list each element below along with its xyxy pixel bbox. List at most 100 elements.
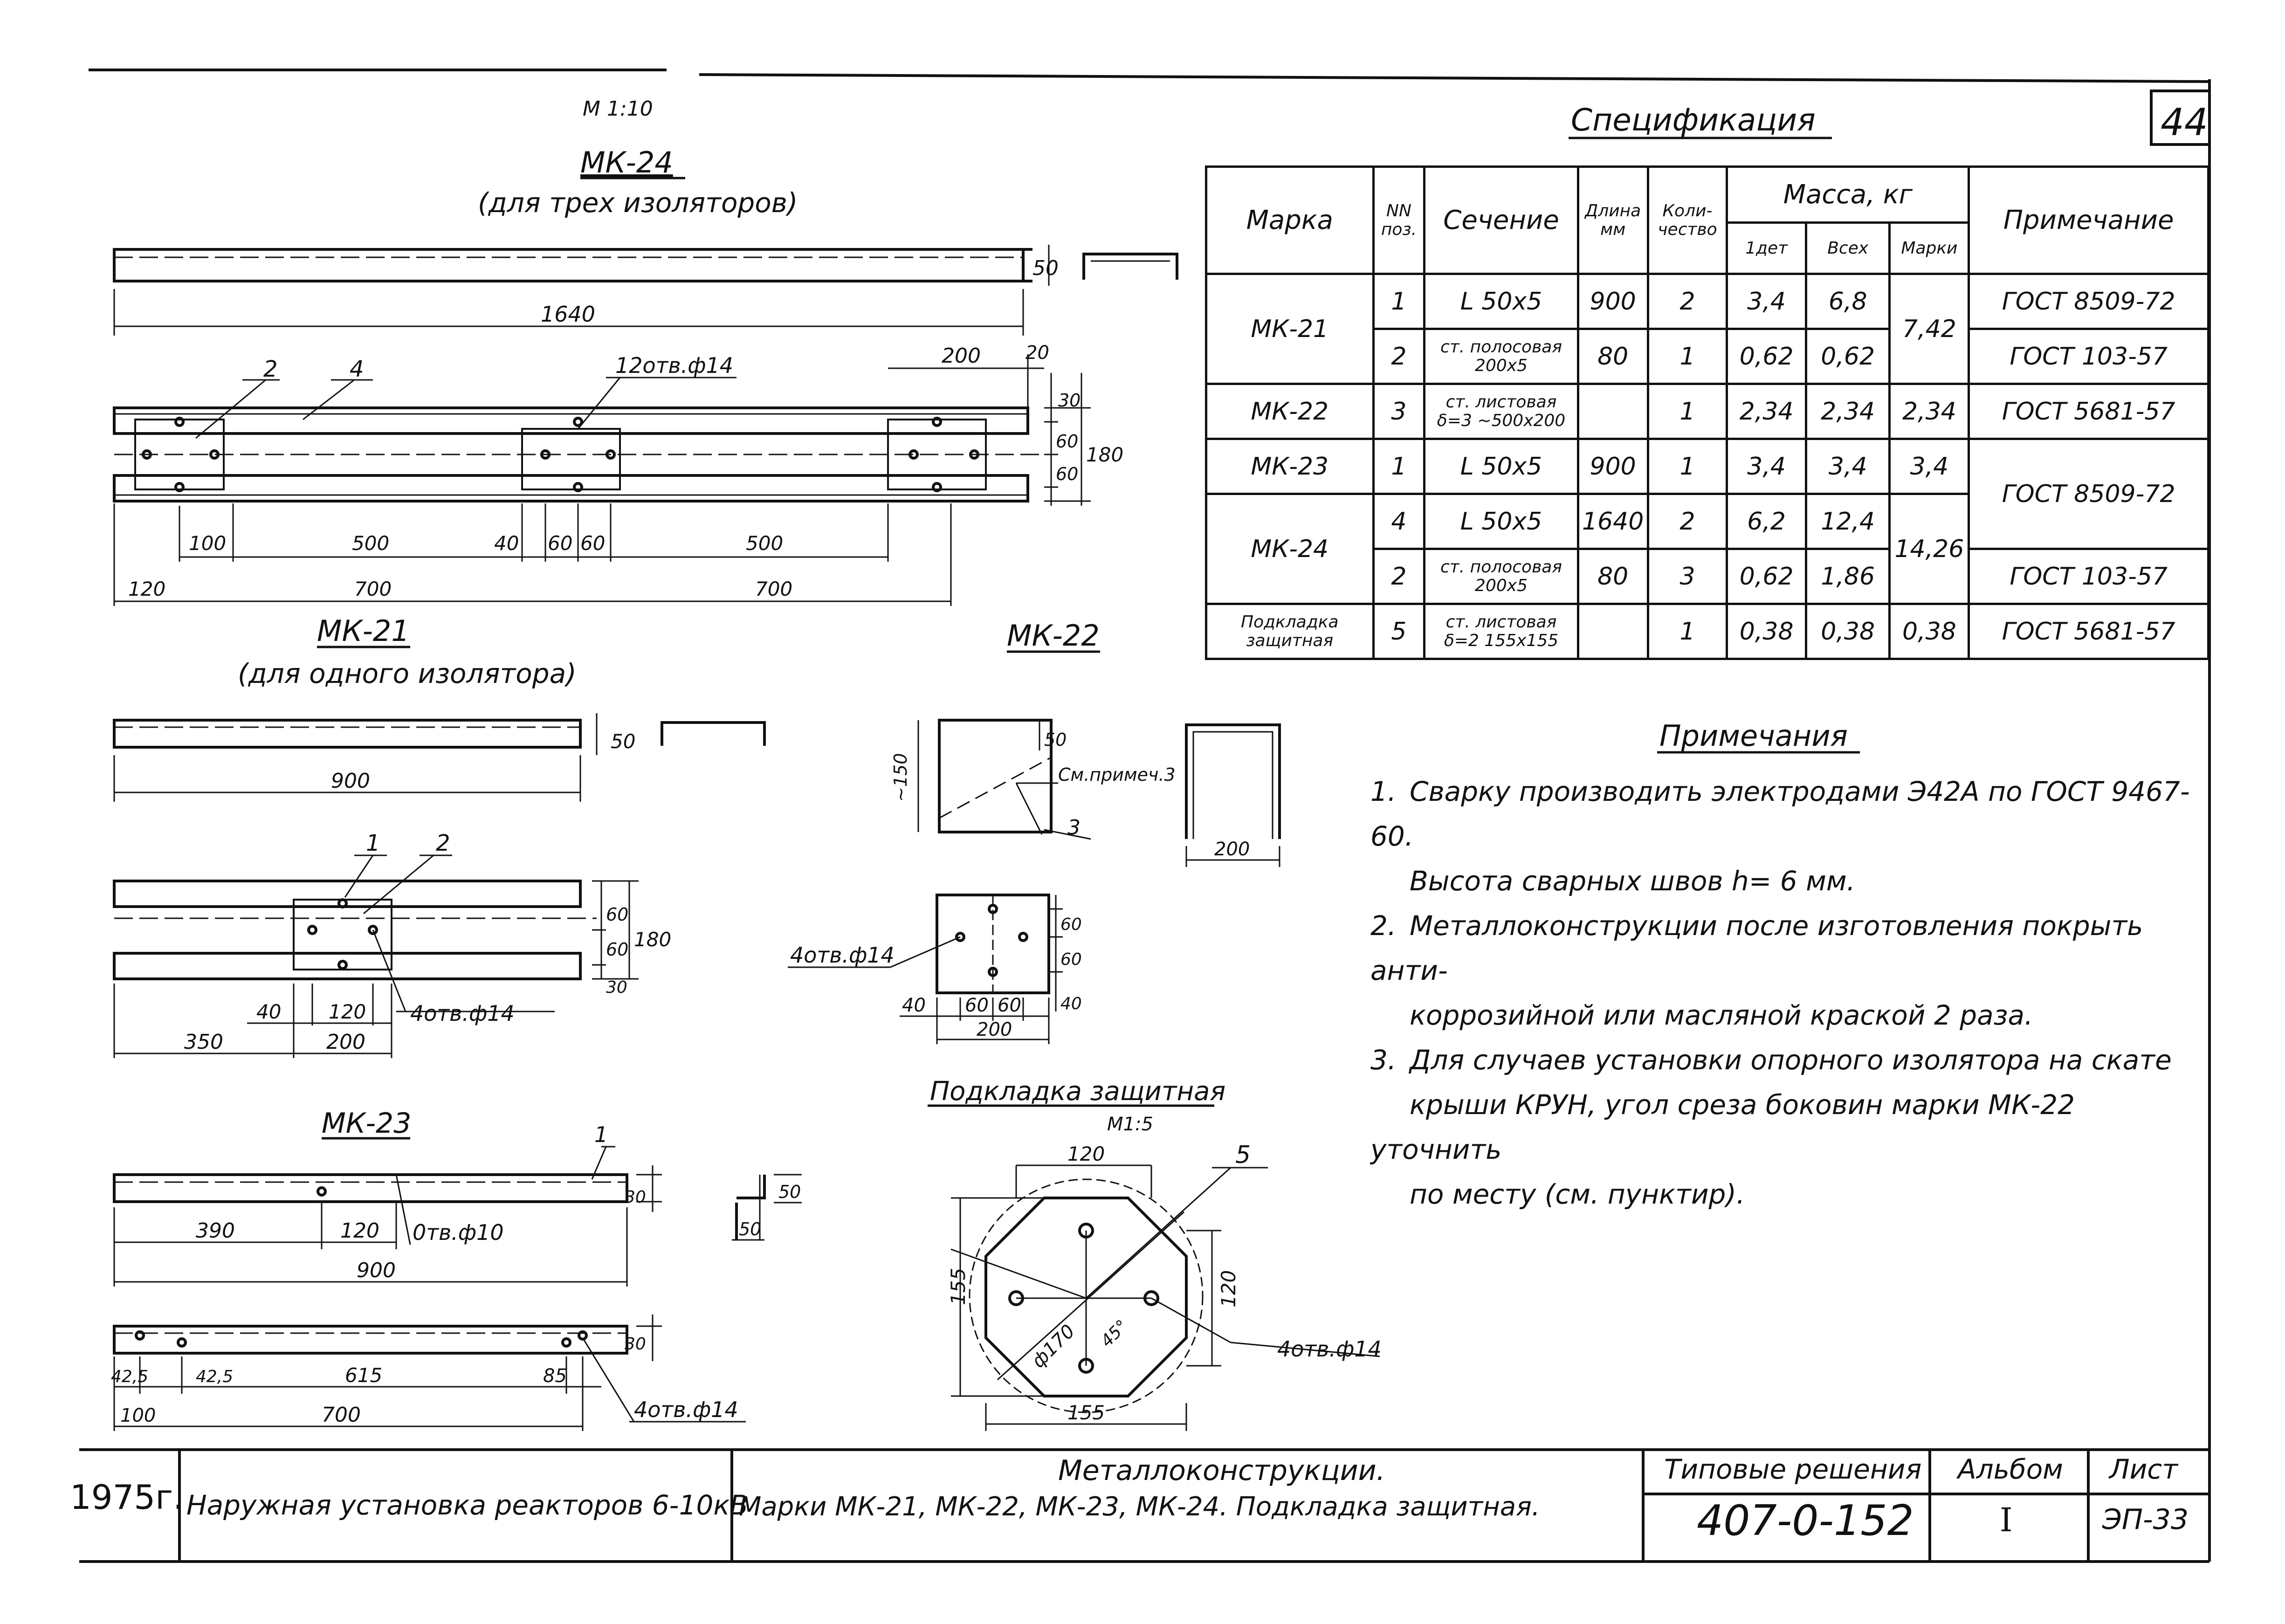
mk23-d30: 30 bbox=[625, 1188, 646, 1207]
spec-cell-section: L 50х5 bbox=[1423, 438, 1579, 495]
mk21-subtitle: (для одного изолятора) bbox=[238, 658, 577, 689]
spec-header-section: Сечение bbox=[1423, 165, 1579, 275]
spec-cell-length: 900 bbox=[1576, 273, 1649, 330]
mk24-length: 1640 bbox=[541, 302, 595, 327]
mk23-d42b: 42,5 bbox=[196, 1367, 233, 1386]
spec-cell-length bbox=[1576, 603, 1649, 660]
spec-cell-all: 6,8 bbox=[1804, 273, 1891, 330]
note-number: 1. bbox=[1370, 776, 1397, 807]
note-line: Для случаев установки опорного изолятора… bbox=[1410, 1044, 2172, 1076]
mk22-d60c: 60 bbox=[965, 995, 989, 1016]
spec-cell-note: ГОСТ 8509-72 bbox=[1968, 273, 2209, 330]
spec-cell-mark: МК-23 bbox=[1205, 438, 1375, 495]
spec-cell-mark-mass: 0,38 bbox=[1888, 603, 1970, 660]
title-album-value: I bbox=[2000, 1501, 2013, 1539]
spec-header-mass-mark: Марки bbox=[1888, 221, 1970, 275]
mk24-d60a: 60 bbox=[1056, 431, 1078, 452]
mk24-pos4: 4 bbox=[350, 356, 364, 382]
note-number: 3. bbox=[1370, 1044, 1397, 1076]
mk24-holes: 12отв.ф14 bbox=[615, 353, 733, 378]
mk23-d42a: 42,5 bbox=[111, 1367, 148, 1386]
spec-cell-mark: МК-21 bbox=[1205, 273, 1375, 385]
note-line: по месту (см. пунктир). bbox=[1410, 1178, 1745, 1210]
pad-d155h: 155 bbox=[1067, 1401, 1105, 1424]
spec-table: Марка NN поз. Сечение Длина мм Коли-чест… bbox=[1205, 165, 2209, 660]
spec-header-mass-one: 1дет bbox=[1726, 221, 1807, 275]
mk22-note: См.примеч.3 bbox=[1058, 764, 1176, 785]
spec-cell-one: 2,34 bbox=[1726, 383, 1807, 440]
mk24-d700a: 700 bbox=[354, 578, 392, 600]
mk23-d100: 100 bbox=[120, 1405, 156, 1426]
mk22-d40b: 40 bbox=[902, 995, 926, 1016]
spec-cell-qty: 2 bbox=[1646, 493, 1728, 550]
spec-header-mass: Масса, кг bbox=[1726, 165, 1970, 224]
mk22-w200: 200 bbox=[1214, 839, 1250, 860]
spec-cell-qty: 1 bbox=[1646, 603, 1728, 660]
spec-cell-note: ГОСТ 8509-72 bbox=[1968, 438, 2209, 550]
sheet-frame bbox=[79, 69, 2211, 1563]
spec-cell-length: 900 bbox=[1576, 438, 1649, 495]
notes-block: 1.Сварку производить электродами Э42А по… bbox=[1370, 769, 2200, 1217]
mk22-d50: 50 bbox=[1044, 729, 1067, 750]
mk23-hole: 0тв.ф10 bbox=[413, 1220, 504, 1245]
spec-cell-mark-mass: 7,42 bbox=[1888, 273, 1970, 385]
spec-cell-pos: 2 bbox=[1372, 548, 1426, 605]
mk24-d200: 200 bbox=[942, 344, 981, 368]
sheet-number: 44 bbox=[2161, 101, 2208, 144]
mk23-d120: 120 bbox=[340, 1219, 379, 1243]
spec-cell-all: 0,38 bbox=[1804, 603, 1891, 660]
mk23-d700: 700 bbox=[322, 1403, 361, 1427]
mk21-d180: 180 bbox=[634, 928, 671, 951]
spec-cell-pos: 2 bbox=[1372, 328, 1426, 385]
spec-cell-section: ст. полосовая 200х5 bbox=[1423, 548, 1579, 605]
mk24-d100: 100 bbox=[189, 532, 226, 555]
note-item: 2.Металлоконструкции после изготовления … bbox=[1370, 903, 2200, 993]
mk24-d500a: 500 bbox=[352, 532, 389, 555]
spec-cell-length: 80 bbox=[1576, 548, 1649, 605]
mk24-d30: 30 bbox=[1058, 390, 1081, 411]
mk23-d50a: 50 bbox=[778, 1182, 801, 1202]
pad-angle: 45° bbox=[1097, 1316, 1132, 1351]
mk24-d120: 120 bbox=[128, 578, 165, 600]
note-line: Металлоконструкции после изготовления по… bbox=[1370, 910, 2143, 986]
table-row: МК-21 1 L 50х5 900 2 3,4 6,8 7,42 ГОСТ 8… bbox=[1205, 273, 2209, 385]
note-item: коррозийной или масляной краской 2 раза. bbox=[1370, 993, 2200, 1038]
mk22-d60b: 60 bbox=[1060, 950, 1082, 969]
mk21-d350: 350 bbox=[184, 1030, 223, 1054]
title-year: 1975г. bbox=[70, 1478, 184, 1517]
spec-cell-qty: 3 bbox=[1646, 548, 1728, 605]
note-item: крыши КРУН, угол среза боковин марки МК-… bbox=[1370, 1082, 2200, 1172]
pad-d120v: 120 bbox=[1217, 1270, 1240, 1307]
spec-cell-note: ГОСТ 5681-57 bbox=[1968, 603, 2209, 660]
spec-cell-section: ст. листовая δ=3 ~500х200 bbox=[1423, 383, 1579, 440]
spec-cell-note: ГОСТ 5681-57 bbox=[1968, 383, 2209, 440]
mk24-h50: 50 bbox=[1032, 256, 1059, 280]
mk22-pos3: 3 bbox=[1067, 816, 1081, 840]
spec-cell-all: 3,4 bbox=[1804, 438, 1891, 495]
title-drawing-line2: Марки МК-21, МК-22, МК-23, МК-24. Подкла… bbox=[739, 1492, 1540, 1522]
mk23-holes: 4отв.ф14 bbox=[634, 1397, 738, 1422]
spec-header-note: Примечание bbox=[1968, 165, 2209, 275]
spec-cell-length bbox=[1576, 383, 1649, 440]
mk21-d60a: 60 bbox=[606, 904, 628, 925]
spec-cell-one: 0,62 bbox=[1726, 548, 1807, 605]
mk21-d40: 40 bbox=[256, 1000, 281, 1023]
note-line: крыши КРУН, угол среза боковин марки МК-… bbox=[1370, 1089, 2075, 1165]
spec-cell-all: 2,34 bbox=[1804, 383, 1891, 440]
spec-cell-qty: 1 bbox=[1646, 328, 1728, 385]
spec-cell-section: ст. листовая δ=2 155х155 bbox=[1423, 603, 1579, 660]
title-drawing-line1: Металлоконструкции. bbox=[1058, 1454, 1385, 1487]
spec-header-pos: NN поз. bbox=[1372, 165, 1426, 275]
spec-header-mass-all: Всех bbox=[1804, 221, 1891, 275]
spec-cell-length: 80 bbox=[1576, 328, 1649, 385]
spec-cell-note: ГОСТ 103-57 bbox=[1968, 328, 2209, 385]
title-sheet-value: ЭП-33 bbox=[2102, 1503, 2189, 1536]
spec-cell-all: 0,62 bbox=[1804, 328, 1891, 385]
title-sheet-label: Лист bbox=[2109, 1453, 2178, 1485]
mk24-d700b: 700 bbox=[755, 578, 792, 600]
mk24-pos2: 2 bbox=[263, 356, 278, 382]
mk23-d50b: 50 bbox=[739, 1219, 761, 1239]
pad-d120: 120 bbox=[1067, 1142, 1105, 1165]
mk22-d60d: 60 bbox=[998, 995, 1021, 1016]
spec-header-qty: Коли-чество bbox=[1646, 165, 1728, 275]
